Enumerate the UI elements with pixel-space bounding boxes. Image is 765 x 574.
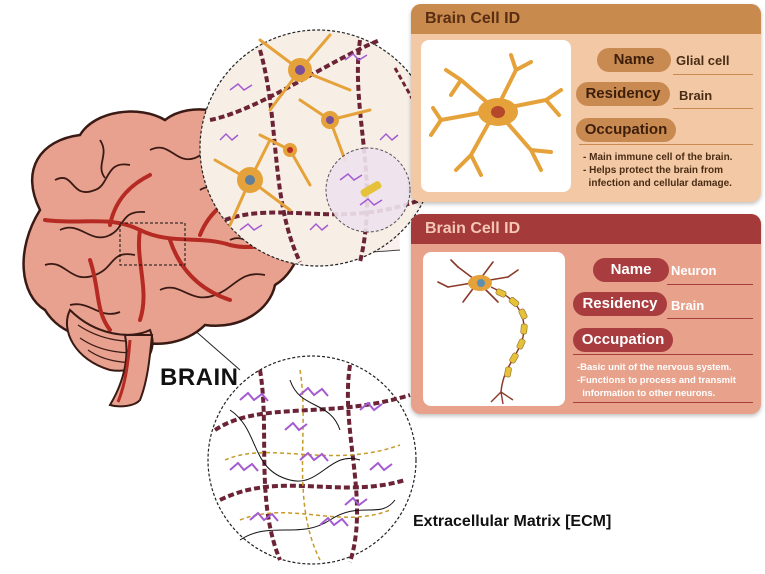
occupation-label: Occupation (576, 118, 676, 142)
note-line-2: -Functions to process and transmit (577, 375, 736, 386)
note-line-2: - Helps protect the brain from (583, 165, 724, 176)
residency-value: Brain (679, 88, 713, 103)
occupation-label: Occupation (573, 328, 673, 352)
card-header: Brain Cell ID (411, 4, 761, 34)
residency-label: Residency (576, 82, 670, 106)
brain-label: BRAIN (160, 364, 239, 391)
note-line-1: - Main immune cell of the brain. (583, 152, 733, 163)
neuron-id-card: Brain Cell ID Name Neuron (411, 214, 761, 414)
name-label: Name (593, 258, 669, 282)
zoom-box (119, 222, 186, 266)
note-line-3: infection and cellular damage. (583, 178, 732, 189)
name-value: Neuron (671, 263, 717, 278)
note-line-1: -Basic unit of the nervous system. (577, 362, 732, 373)
glial-id-card: Brain Cell ID Name Glial cell Residency … (411, 4, 761, 202)
detail-circle (325, 147, 411, 233)
name-label: Name (597, 48, 671, 72)
tissue-circle (199, 29, 437, 267)
neuron-portrait (423, 252, 565, 406)
ecm-label: Extracellular Matrix [ECM] (413, 513, 612, 530)
name-value: Glial cell (676, 53, 730, 68)
glial-portrait (421, 40, 571, 192)
residency-label: Residency (573, 292, 667, 316)
glial-cell-icon (429, 53, 563, 177)
note-line-3: information to other neurons. (577, 388, 716, 399)
neuron-icon (437, 259, 528, 405)
residency-value: Brain (671, 298, 705, 313)
card-header: Brain Cell ID (411, 214, 761, 244)
ecm-circle (207, 355, 417, 565)
